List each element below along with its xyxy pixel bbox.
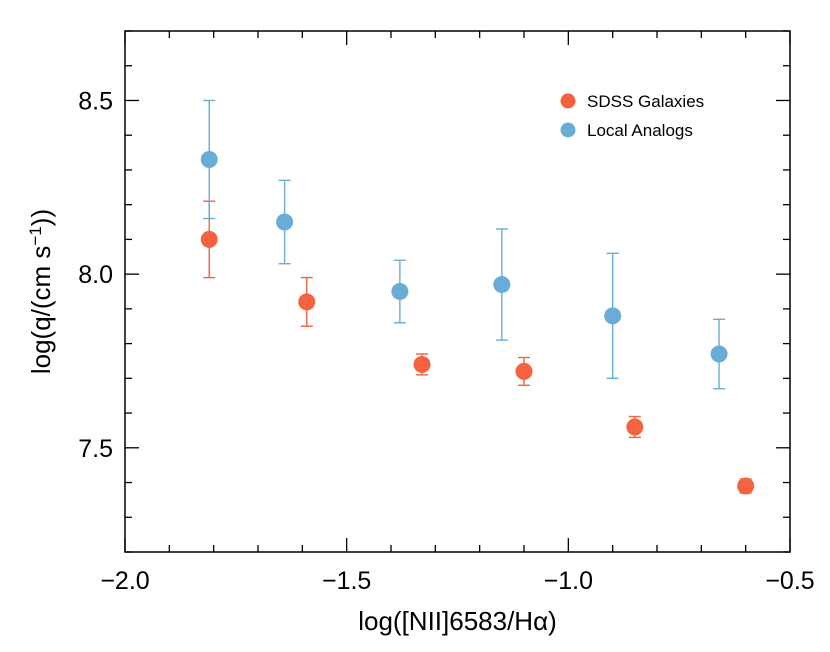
sdss-point — [626, 418, 644, 436]
local-analog-point — [200, 151, 218, 169]
legend-label-local-analogs: Local Analogs — [587, 121, 693, 140]
local-analog-point — [604, 307, 622, 325]
legend-label-sdss: SDSS Galaxies — [587, 92, 704, 111]
local-analog-point — [493, 276, 511, 294]
y-tick-label: 7.5 — [78, 435, 113, 463]
x-tick-labels: −2.0 −1.5 −1.0 −0.5 — [100, 567, 814, 595]
x-tick-label: −1.5 — [322, 567, 371, 595]
x-axis-label: log([NII]6583/Hα) — [358, 606, 557, 636]
sdss-point — [298, 293, 316, 311]
y-axis-label-main: log(q/(cm s — [26, 246, 56, 375]
plot-frame — [124, 30, 791, 553]
data-points — [200, 99, 755, 495]
legend: SDSS Galaxies Local Analogs — [560, 92, 704, 140]
y-tick-label: 8.0 — [78, 261, 113, 289]
y-axis-label-sup: −1 — [26, 226, 45, 245]
local-analog-point — [710, 345, 728, 363]
local-analog-point — [391, 283, 409, 300]
y-axis-label-tail: )) — [26, 209, 56, 226]
sdss-point — [515, 362, 533, 380]
legend-marker-sdss — [560, 93, 576, 109]
local-analog-point — [276, 213, 294, 231]
sdss-point — [737, 477, 755, 495]
y-tick-labels: 7.5 8.0 8.5 — [78, 87, 113, 462]
x-tick-label: −0.5 — [765, 567, 814, 595]
legend-marker-local-analogs — [560, 122, 576, 138]
sdss-point — [413, 355, 431, 373]
sdss-point — [200, 230, 218, 248]
x-tick-label: −2.0 — [100, 567, 149, 595]
y-axis-label: log(q/(cm s−1)) — [26, 209, 57, 374]
y-tick-label: 8.5 — [78, 87, 113, 115]
x-tick-label: −1.0 — [544, 567, 593, 595]
